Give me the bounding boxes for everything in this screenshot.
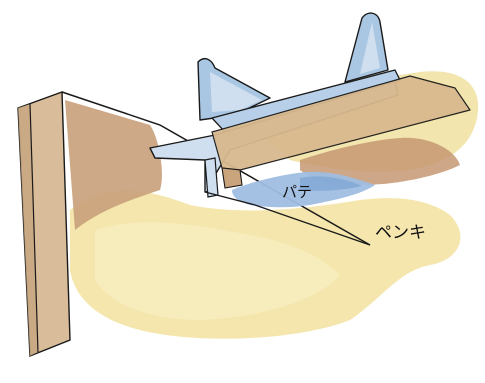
ceiling-beam	[65, 100, 162, 230]
metal-tab-left-highlight	[210, 72, 262, 112]
wooden-post-shadow	[18, 104, 38, 356]
post-edge	[29, 103, 39, 353]
ceiling-beam-right	[300, 137, 460, 185]
paint-label: ペンキ	[375, 223, 426, 243]
yellow-paint-wash-inner	[95, 222, 340, 320]
putty-shade	[300, 176, 362, 191]
metal-tab-right-face	[360, 22, 380, 74]
wall-junction-line	[204, 191, 371, 246]
putty-label: パテ	[282, 183, 312, 201]
wooden-crossbar-front	[221, 167, 243, 189]
metal-bracket-leg	[204, 157, 219, 198]
